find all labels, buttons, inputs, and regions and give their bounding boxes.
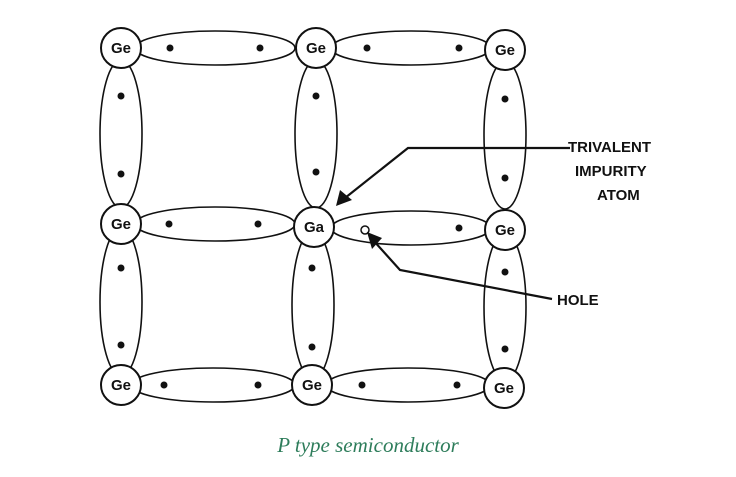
electron bbox=[358, 381, 366, 389]
electron bbox=[254, 220, 262, 228]
electron bbox=[501, 174, 509, 182]
electron bbox=[501, 345, 509, 353]
hole-arrow-line bbox=[372, 239, 553, 301]
electron bbox=[312, 92, 320, 100]
atom-label: Ge bbox=[495, 222, 515, 239]
atom-label: Ge bbox=[495, 42, 515, 59]
atom-label: Ge bbox=[111, 377, 131, 394]
atom: Ge bbox=[291, 364, 333, 406]
atom-label: Ge bbox=[494, 380, 514, 397]
callout-arrows bbox=[344, 146, 570, 301]
bond-r1-c0c1 bbox=[134, 206, 296, 242]
electron bbox=[117, 92, 125, 100]
electron bbox=[165, 220, 173, 228]
electron bbox=[453, 381, 461, 389]
atoms: Ge Ge Ge Ge Ga Ge Ge Ge Ge bbox=[100, 27, 526, 409]
bond-c2-r1r2 bbox=[483, 232, 527, 382]
electron bbox=[166, 44, 174, 52]
atom: Ge bbox=[100, 364, 142, 406]
atom-label: Ge bbox=[111, 40, 131, 57]
hole-arrowhead-icon bbox=[367, 232, 382, 249]
atom-label: Ge bbox=[306, 40, 326, 57]
bond-r2-c1c2 bbox=[325, 367, 491, 403]
atom-label: Ge bbox=[111, 216, 131, 233]
bond-c2-r0r1 bbox=[483, 60, 527, 210]
electron bbox=[308, 264, 316, 272]
electron bbox=[501, 268, 509, 276]
bond-c0-r0r1 bbox=[99, 59, 143, 209]
atom-label: Ga bbox=[304, 219, 325, 236]
bond-c1-r0r1 bbox=[294, 59, 338, 209]
atom: Ge bbox=[100, 203, 142, 245]
atom-label: Ge bbox=[302, 377, 322, 394]
bond-c0-r1r2 bbox=[99, 227, 143, 377]
electron bbox=[363, 44, 371, 52]
electron bbox=[160, 381, 168, 389]
electron bbox=[254, 381, 262, 389]
electron bbox=[455, 224, 463, 232]
callout-impurity-line1: TRIVALENT bbox=[568, 139, 651, 156]
callout-hole: HOLE bbox=[557, 292, 599, 309]
figure-caption: P type semiconductor bbox=[277, 433, 459, 457]
bond-r1-c1c2 bbox=[330, 210, 492, 246]
atom: Ge bbox=[483, 367, 525, 409]
atom: Ge bbox=[484, 209, 526, 251]
electrons bbox=[117, 44, 509, 389]
atom: Ge bbox=[295, 27, 337, 69]
impurity-arrow-line bbox=[344, 146, 570, 199]
electron bbox=[117, 170, 125, 178]
bond-r0-c0c1 bbox=[134, 30, 296, 66]
electron bbox=[256, 44, 264, 52]
atom: Ge bbox=[100, 27, 142, 69]
callout-impurity-line2: IMPURITY bbox=[575, 163, 647, 180]
callout-impurity-line3: ATOM bbox=[597, 187, 640, 204]
electron bbox=[501, 95, 509, 103]
electron bbox=[117, 264, 125, 272]
electron bbox=[312, 168, 320, 176]
bond-r0-c1c2 bbox=[330, 30, 492, 66]
atom-impurity: Ga bbox=[293, 206, 335, 248]
impurity-arrowhead-icon bbox=[336, 190, 352, 206]
electron bbox=[308, 343, 316, 351]
bond-c1-r1r2 bbox=[291, 230, 335, 380]
electron bbox=[455, 44, 463, 52]
electron bbox=[117, 341, 125, 349]
bond-r2-c0c1 bbox=[130, 367, 296, 403]
atom: Ge bbox=[484, 29, 526, 71]
